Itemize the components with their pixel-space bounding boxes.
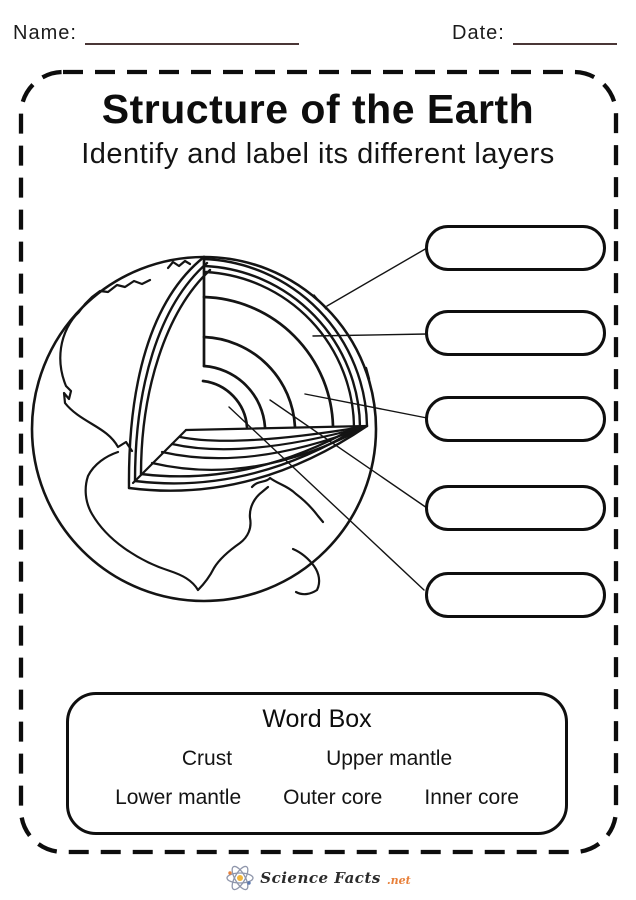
name-input-line[interactable] [84,23,299,45]
leader-line-5 [228,406,425,591]
date-label: Date: [452,22,505,44]
word-box-title: Word Box [262,705,372,733]
inner-core-arc [201,379,249,429]
word-box: Word Box Crust Upper mantle Lower mantle… [66,692,568,835]
leader-line-2 [312,333,428,337]
header-row: Name: Date: [0,22,636,54]
layer-shells [201,255,335,429]
answer-box-3[interactable] [425,396,606,442]
word-inner-core: Inner core [424,786,519,809]
page-subtitle: Identify and label its different layers [81,138,555,170]
answer-box-5[interactable] [425,572,606,618]
name-field: Name: [13,22,299,45]
bottom-cut-face [131,424,369,485]
atom-icon [226,865,254,891]
outer-core-arc [202,364,267,429]
word-upper-mantle: Upper mantle [326,747,453,770]
date-input-line[interactable] [512,23,617,45]
leader-lines [228,247,428,591]
leader-line-3 [304,393,428,419]
word-lower-mantle: Lower mantle [115,786,242,809]
globe-circle [30,255,378,603]
page-title: Structure of the Earth [101,86,535,132]
upper-mantle-arc [202,295,335,428]
continent-south-america [84,450,325,596]
name-label: Name: [13,22,77,44]
word-crust: Crust [181,747,233,770]
word-outer-core: Outer core [283,786,383,809]
brand-logo: Science Facts .net [0,860,636,896]
answer-box-4[interactable] [425,485,606,531]
cutaway-rim-and-crust [127,255,371,492]
answer-box-1[interactable] [425,225,606,271]
leader-line-4 [269,399,428,509]
answer-box-2[interactable] [425,310,606,356]
brand-name[interactable]: Science Facts [260,869,381,887]
date-field: Date: [452,22,617,45]
continent-north-america [59,259,192,453]
leader-line-1 [326,247,428,307]
lower-mantle-arc [202,335,297,429]
leader-line-crust-tick [313,294,327,310]
brand-suffix[interactable]: .net [386,873,411,887]
word-box-row-1: Crust Upper mantle [69,747,565,771]
word-box-row-2: Lower mantle Outer core Inner core [69,786,565,810]
